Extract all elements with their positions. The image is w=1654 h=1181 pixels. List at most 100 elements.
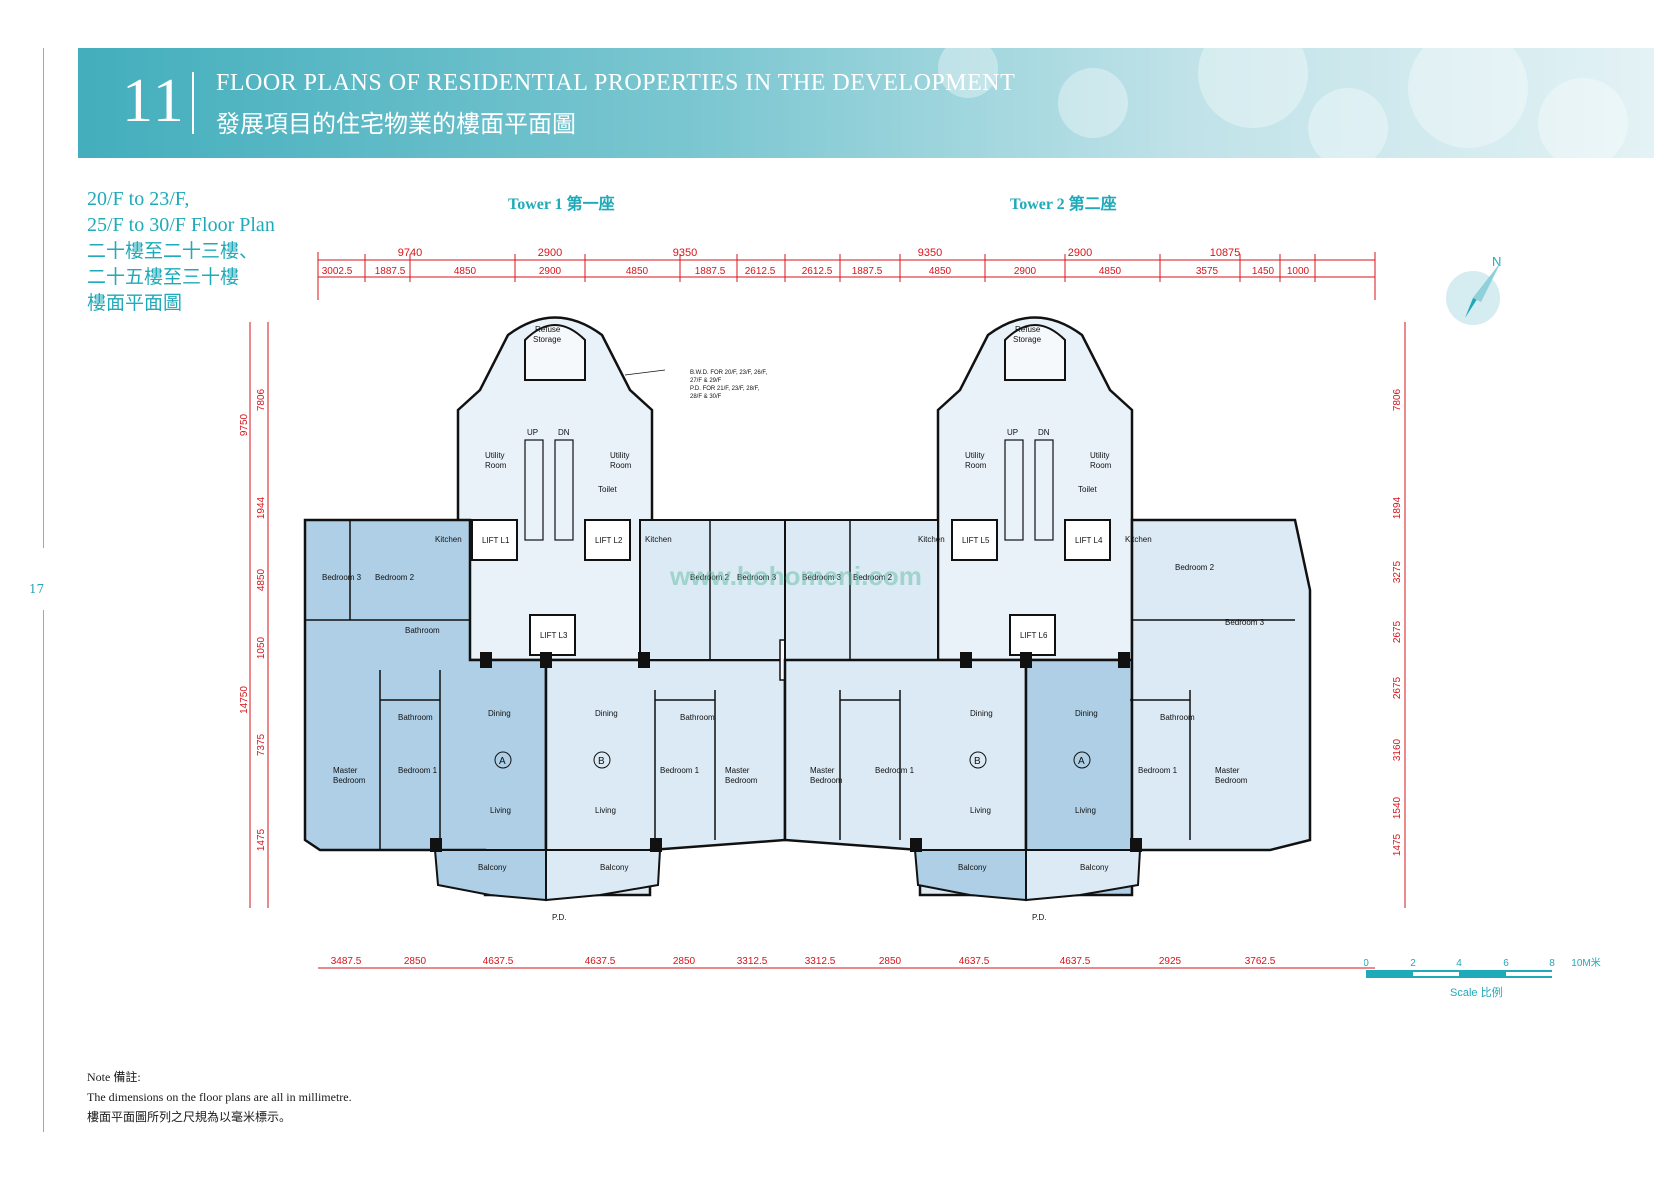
- stair-label: UP: [1007, 428, 1018, 437]
- dimension-label: 1894: [1392, 496, 1403, 519]
- lift-labels: LIFT L1 LIFT L2 LIFT L3 LIFT L4 LIFT L5 …: [482, 536, 1103, 640]
- flat-markers: A B B A: [494, 751, 1091, 769]
- room-label: Dining: [488, 709, 511, 718]
- window-annotation: B.W.D. FOR 20/F, 23/F, 26/F, 27/F & 29/F…: [624, 369, 767, 400]
- room-label: Master: [333, 766, 358, 775]
- dimension-label: 4637.5: [483, 956, 514, 967]
- dimension-label: 7375: [256, 733, 267, 756]
- dimension-label: 2675: [1392, 676, 1403, 699]
- dimension-label: 3002.5: [322, 266, 353, 277]
- dimension-label: 2925: [1159, 956, 1182, 967]
- room-label: Kitchen: [435, 535, 462, 544]
- room-label: Living: [595, 806, 616, 815]
- dimension-label: 9750: [240, 413, 250, 436]
- dimension-label: 2850: [404, 956, 427, 967]
- room-label: Bedroom 3: [737, 573, 777, 582]
- page-title-zh: 發展項目的住宅物業的樓面平面圖: [216, 110, 576, 138]
- annotation-line: P.D. FOR 21/F, 23/F, 28/F,: [690, 386, 760, 392]
- room-label: Room: [485, 461, 507, 470]
- dimension-label: 10875: [1210, 247, 1241, 259]
- room-label: Kitchen: [645, 535, 672, 544]
- flat-marker: B: [974, 756, 981, 767]
- tower-2-plan: [783, 316, 1312, 902]
- room-label: Dining: [595, 709, 618, 718]
- dimension-label: 9350: [918, 247, 942, 259]
- lift-label: LIFT L5: [962, 536, 990, 545]
- dimension-label: 3575: [1196, 266, 1219, 277]
- room-label: Dining: [970, 709, 993, 718]
- room-label: Room: [1090, 461, 1112, 470]
- section-number: 11: [122, 67, 186, 135]
- dimension-label: 1475: [1392, 833, 1403, 856]
- room-label: Bedroom: [333, 776, 366, 785]
- room-label: Utility: [965, 451, 985, 460]
- scale-tick-label: 6: [1503, 958, 1509, 969]
- dimension-label: 2612.5: [745, 266, 776, 277]
- dimension-label: 1050: [256, 636, 267, 659]
- dimension-label: 4850: [1099, 266, 1122, 277]
- room-label: Utility: [1090, 451, 1110, 460]
- room-label: Bathroom: [680, 713, 715, 722]
- room-label: Bedroom 3: [322, 573, 362, 582]
- scale-tick-label: 10M米: [1571, 956, 1600, 969]
- room-label: Bathroom: [398, 713, 433, 722]
- page-number: 17: [29, 582, 45, 596]
- lift-label: LIFT L4: [1075, 536, 1103, 545]
- dimension-label: 4850: [626, 266, 649, 277]
- room-label: Toilet: [1078, 485, 1097, 494]
- room-label: Bathroom: [405, 626, 440, 635]
- dimension-label: 4850: [256, 568, 267, 591]
- dimension-label: 3487.5: [331, 956, 362, 967]
- section-divider: [192, 72, 194, 134]
- room-label: Kitchen: [1125, 535, 1152, 544]
- room-label: Bedroom 2: [690, 573, 730, 582]
- dimension-label: 4850: [929, 266, 952, 277]
- scale-tick-label: 2: [1410, 958, 1416, 969]
- room-label: Bedroom: [725, 776, 758, 785]
- room-label: Toilet: [598, 485, 617, 494]
- dimension-label: 1887.5: [695, 266, 726, 277]
- room-label: Dining: [1075, 709, 1098, 718]
- stair-label: DN: [558, 428, 570, 437]
- tower-1-plan: [303, 316, 787, 902]
- dimension-label: 2612.5: [802, 266, 833, 277]
- dimension-label: 3160: [1392, 738, 1403, 761]
- lift-label: LIFT L2: [595, 536, 623, 545]
- room-label: Bedroom 2: [375, 573, 415, 582]
- page-title-en: FLOOR PLANS OF RESIDENTIAL PROPERTIES IN…: [216, 70, 1016, 96]
- north-compass-icon: N: [1446, 254, 1501, 325]
- room-label: Bathroom: [1160, 713, 1195, 722]
- dimension-label: 9350: [673, 247, 697, 259]
- room-label: Master: [1215, 766, 1240, 775]
- room-label: Bedroom 1: [398, 766, 438, 775]
- room-label: Bedroom 3: [802, 573, 842, 582]
- dimension-label: 2900: [1068, 247, 1092, 259]
- dimension-label: 1887.5: [852, 266, 883, 277]
- room-label: Bedroom: [1215, 776, 1248, 785]
- room-label: Balcony: [478, 863, 506, 872]
- room-label: Storage: [533, 335, 562, 344]
- annotation-line: B.W.D. FOR 20/F, 23/F, 26/F,: [690, 370, 767, 376]
- room-label: Master: [810, 766, 835, 775]
- scale-tick-label: 4: [1456, 958, 1462, 969]
- dimension-label: 2900: [1014, 266, 1037, 277]
- lift-label: LIFT L1: [482, 536, 510, 545]
- dimension-label: 2900: [539, 266, 562, 277]
- dimension-label: 2850: [673, 956, 696, 967]
- room-label: Bedroom 2: [1175, 563, 1215, 572]
- dimension-lines: [249, 252, 1406, 969]
- note-title: Note 備註:: [87, 1070, 141, 1084]
- note-block: Note 備註: The dimensions on the floor pla…: [87, 1067, 352, 1127]
- room-label: Bedroom 2: [853, 573, 893, 582]
- annotation-line: 28/F & 30/F: [690, 394, 722, 400]
- floor-range-label: 20/F to 23/F, 25/F to 30/F Floor Plan 二十…: [87, 186, 275, 316]
- room-label: Utility: [610, 451, 630, 460]
- dimension-label: 2675: [1392, 620, 1403, 643]
- header-banner: 11 FLOOR PLANS OF RESIDENTIAL PROPERTIES…: [78, 48, 1654, 158]
- flat-marker: B: [598, 756, 605, 767]
- room-label: Bedroom: [810, 776, 843, 785]
- dimension-label: 1887.5: [375, 266, 406, 277]
- dimension-label: 1475: [256, 828, 267, 851]
